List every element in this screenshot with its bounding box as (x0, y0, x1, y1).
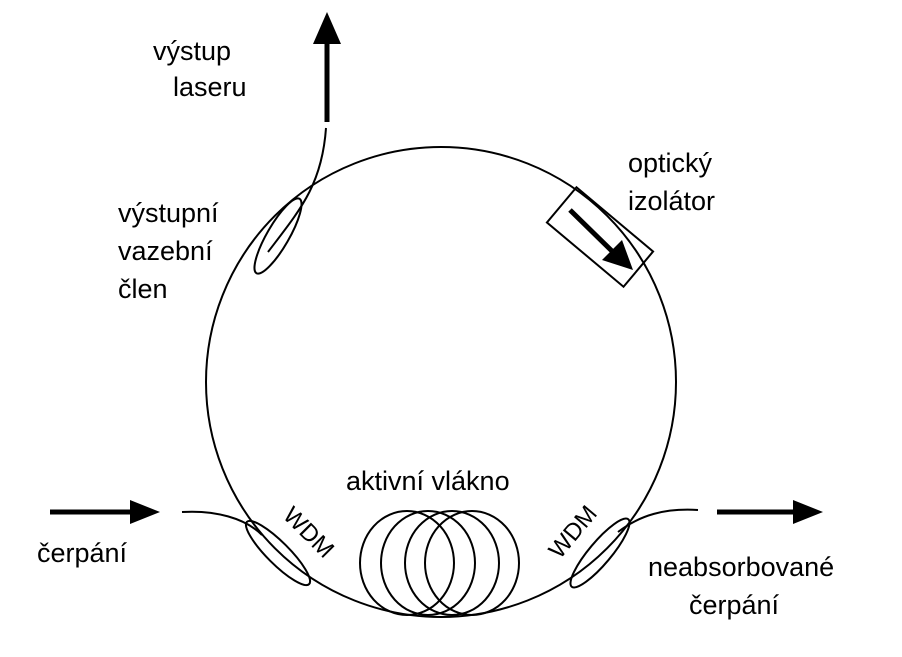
fiber-ring (205, 146, 677, 618)
isolator-label-line2: izolátor (628, 186, 715, 216)
wdm-left-coupler (244, 519, 312, 587)
unabsorbed-label-line1: neabsorbované (648, 552, 834, 582)
wdm-left-label: WDM (278, 502, 340, 564)
laser-output-label-line1: výstup (153, 36, 231, 66)
active-fiber-coil (359, 510, 520, 616)
unabsorbed-output-fiber (617, 508, 699, 533)
pump-label: čerpání (37, 538, 128, 568)
wdm-right-coupler (569, 517, 631, 589)
wdm-right-label: WDM (544, 501, 603, 564)
isolator-direction-arrow-head (602, 240, 633, 270)
coupler-label-line1: výstupní (118, 198, 219, 228)
laser-output-label-line2: laseru (173, 72, 247, 102)
optical-isolator (545, 185, 655, 289)
laser-output-arrow-head (313, 12, 341, 44)
isolator-label-line1: optický (628, 148, 713, 178)
pump-input-fiber (181, 510, 263, 536)
coupler-label-line2: vazební (118, 236, 213, 266)
output-fiber (267, 127, 327, 253)
unabsorbed-label-line2: čerpání (689, 590, 780, 620)
output-coupler (253, 197, 303, 275)
active-fiber-label: aktivní vlákno (346, 466, 510, 496)
coupler-label-line3: člen (118, 274, 168, 304)
pump-arrow-head (130, 500, 160, 524)
unabsorbed-arrow-head (793, 500, 823, 524)
isolator-direction-arrow-shaft (568, 208, 617, 256)
